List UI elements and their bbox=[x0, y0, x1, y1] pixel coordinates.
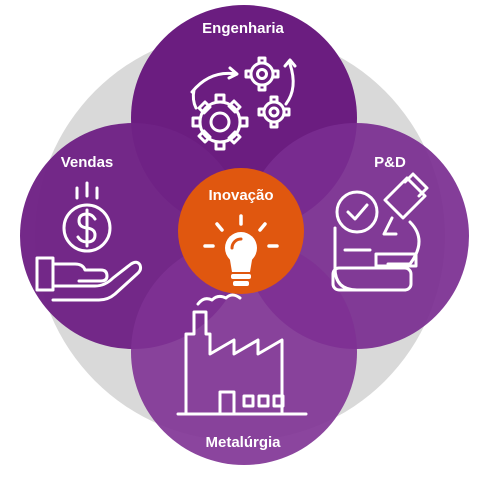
petal-label-right: P&D bbox=[374, 154, 406, 171]
factory-icon bbox=[176, 293, 308, 416]
lightbulb-icon bbox=[203, 214, 279, 286]
petal-label-bottom: Metalúrgia bbox=[205, 434, 281, 451]
petal-label-top: Engenharia bbox=[202, 20, 284, 37]
gears-icon bbox=[190, 56, 297, 151]
microscope-icon bbox=[331, 172, 429, 292]
center-label: Inovação bbox=[208, 187, 273, 204]
money-hand-icon bbox=[35, 181, 143, 302]
center-circle bbox=[178, 168, 304, 294]
petal-label-left: Vendas bbox=[61, 154, 114, 171]
